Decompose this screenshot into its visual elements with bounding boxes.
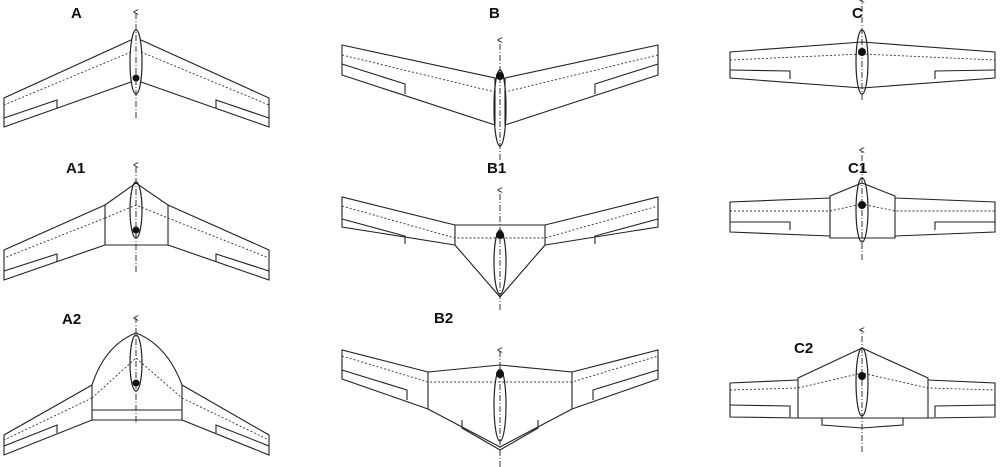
planform-c1	[729, 150, 996, 260]
label-b: B	[489, 5, 500, 22]
label-a2: A2	[62, 311, 82, 328]
fuselage-icon	[129, 29, 143, 95]
planform-b1	[341, 190, 659, 310]
planform-a1	[3, 165, 270, 281]
label-a1: A1	[66, 160, 86, 177]
label-b2: B2	[434, 310, 454, 327]
planform-a2	[3, 318, 270, 456]
label-c: C	[852, 5, 863, 22]
planform-b	[341, 40, 659, 160]
label-c2: C2	[794, 340, 814, 357]
label-c1: C1	[848, 160, 868, 177]
label-b1: B1	[487, 160, 507, 177]
planform-c	[729, 0, 996, 100]
planform-b2	[341, 350, 659, 467]
label-a: A	[71, 5, 82, 22]
planform-a	[3, 12, 270, 128]
planform-c2	[729, 330, 996, 452]
